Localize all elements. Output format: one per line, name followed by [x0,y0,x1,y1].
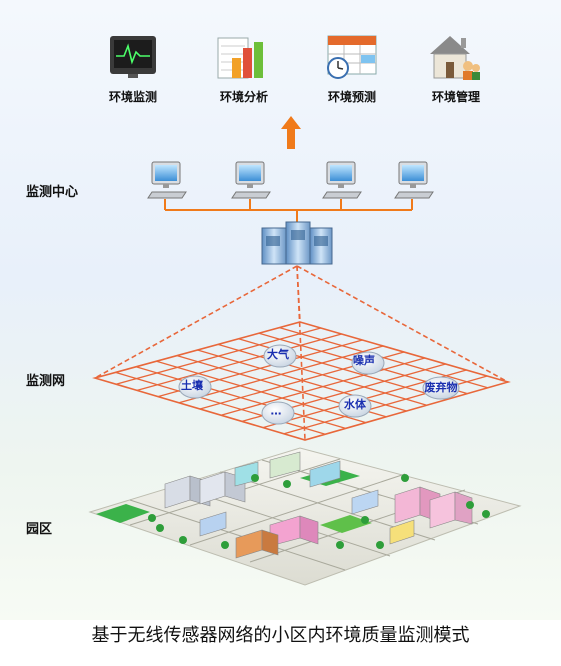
house-people-icon [430,36,480,80]
app-label-monitoring: 环境监测 [108,90,158,104]
sensor-label-soil: 土壤 [181,379,203,392]
up-arrow-icon [281,116,301,149]
diagram-stage: 环境监测 环境分析 环境预测 环境管理 监测中心 监测网 园区 大气 噪声 土壤… [0,0,561,620]
computer-icon [231,161,271,199]
computer-icon [322,161,362,199]
computer-icon [394,161,434,199]
sensor-node-icon [338,394,372,418]
bar-chart-icon [217,37,263,79]
sensor-label-noise: 噪声 [353,354,375,367]
sensor-label-air: 大气 [267,348,289,361]
sensor-node-icon [178,375,212,399]
layer-label-community: 园区 [26,522,53,537]
layer-label-monitoring-center: 监测中心 [26,185,79,200]
computer-icon [147,161,187,199]
figure-caption: 基于无线传感器网络的小区内环境质量监测模式 [91,625,470,646]
network-connectors [164,199,413,222]
sensor-label-water: 水体 [344,398,366,411]
app-label-prediction: 环境预测 [327,90,377,104]
sensor-node-icon [261,401,295,425]
sensor-label-more: … [270,404,282,418]
app-label-management: 环境管理 [431,90,481,104]
sensor-label-waste: 废弃物 [424,381,458,394]
diagram-graphics [88,35,522,586]
app-label-analysis: 环境分析 [219,90,269,104]
server-icon [261,221,333,265]
sensor-node-icon [351,351,385,375]
monitor-screen-icon [110,36,156,78]
projection-lines [94,265,509,441]
layer-label-monitoring-network: 监测网 [26,374,66,389]
sensor-node-icon [422,376,460,400]
community-illustration [88,447,522,586]
sensor-node-icon [263,344,297,368]
calendar-clock-icon [327,35,377,79]
